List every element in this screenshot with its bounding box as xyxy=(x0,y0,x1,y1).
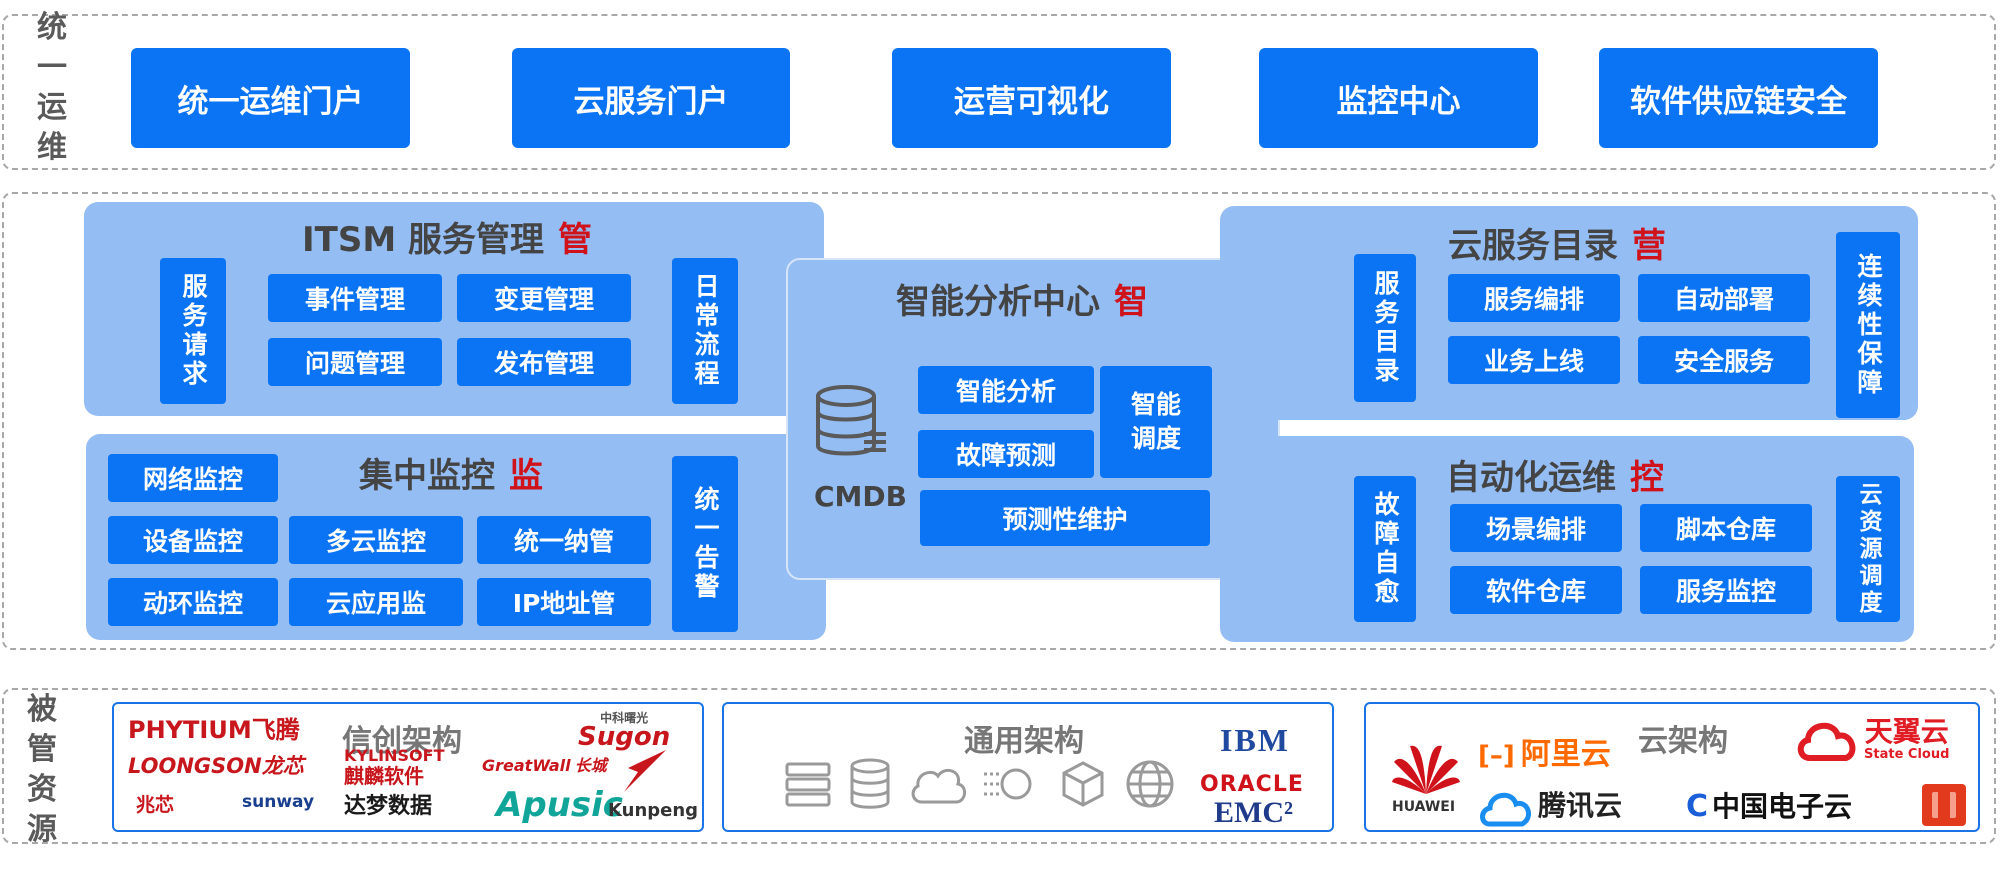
catalog-item-orchestrate[interactable]: 服务编排 xyxy=(1448,274,1620,322)
general-box: 通用架构 IBM ORACLE EMC² xyxy=(722,702,1334,832)
storage-icon xyxy=(850,758,890,809)
cloud-catalog-panel: 云服务目录营 服务目录 服务编排 自动部署 业务上线 安全服务 连续性保障 xyxy=(1220,206,1918,420)
automation-title: 自动化运维控 xyxy=(1446,458,1664,498)
aliyun-icon: [–] xyxy=(1478,741,1515,771)
catalog-item-launch[interactable]: 业务上线 xyxy=(1448,336,1620,384)
auto-side-resource[interactable]: 云资源调度 xyxy=(1836,476,1900,622)
general-title: 通用架构 xyxy=(964,724,1084,759)
tencent-cloud-logo: 腾讯云 xyxy=(1538,789,1623,822)
portal-button-cloud[interactable]: 云服务门户 xyxy=(512,48,790,148)
loongson-logo: LOONGSON龙芯 xyxy=(128,754,304,778)
dameng-logo: 达梦数据 xyxy=(344,794,433,819)
auto-item-script[interactable]: 脚本仓库 xyxy=(1640,504,1812,552)
catalog-side-continuity[interactable]: 连续性保障 xyxy=(1836,232,1900,418)
automation-accent: 控 xyxy=(1630,458,1664,498)
cloud-catalog-title: 云服务目录营 xyxy=(1448,226,1666,266)
xinchuang-title: 信创架构 xyxy=(342,724,462,759)
analysis-item-maintenance[interactable]: 预测性维护 xyxy=(920,490,1210,546)
kunpeng-logo: Kunpeng xyxy=(608,800,699,821)
middle-section xyxy=(2,192,1996,650)
auto-item-software[interactable]: 软件仓库 xyxy=(1450,566,1622,614)
monitoring-panel: 集中监控监 网络监控 设备监控 多云监控 统一纳管 动环监控 云应用监 IP地址… xyxy=(86,434,826,640)
portal-button-supply-chain[interactable]: 软件供应链安全 xyxy=(1599,48,1878,148)
auto-side-selfheal[interactable]: 故障自愈 xyxy=(1354,476,1416,622)
portal-button-monitor[interactable]: 监控中心 xyxy=(1259,48,1538,148)
auto-item-service[interactable]: 服务监控 xyxy=(1640,566,1812,614)
monitoring-accent: 监 xyxy=(509,456,543,496)
tianyi-cloud-logo: 天翼云 State Cloud xyxy=(1864,715,1950,762)
cloud-icon xyxy=(911,768,966,804)
monitor-item-cloudapp[interactable]: 云应用监 xyxy=(289,578,463,626)
itsm-item-problem[interactable]: 问题管理 xyxy=(268,338,442,386)
itsm-accent: 管 xyxy=(558,220,593,260)
oracle-logo: ORACLE xyxy=(1200,772,1304,797)
xinchuang-box: 信创架构 PHYTIUM飞腾 LOONGSON龙芯 兆芯 sunway KYLI… xyxy=(112,702,704,832)
monitor-item-env[interactable]: 动环监控 xyxy=(108,578,278,626)
red-box-logo-icon xyxy=(1922,784,1966,826)
huawei-logo: HUAWEI xyxy=(1392,799,1456,815)
monitoring-title: 集中监控监 xyxy=(359,456,543,496)
server-icon xyxy=(785,762,831,807)
monitor-item-ip[interactable]: IP地址管 xyxy=(477,578,651,626)
monitor-item-device[interactable]: 设备监控 xyxy=(108,516,278,564)
zhaoxin-logo: 兆芯 xyxy=(136,794,175,816)
itsm-item-release[interactable]: 发布管理 xyxy=(457,338,631,386)
cec-icon: C xyxy=(1686,789,1709,824)
cloud-arch-title: 云架构 xyxy=(1638,724,1728,759)
unified-ops-section xyxy=(2,14,1996,170)
ibm-logo: IBM xyxy=(1220,722,1290,758)
analysis-side-schedule[interactable]: 智能调度 xyxy=(1100,366,1212,478)
managed-section xyxy=(2,688,1996,844)
managed-label: 被管资源 xyxy=(27,692,57,847)
kunpeng-bird-icon xyxy=(624,750,666,792)
itsm-side-daily[interactable]: 日常流程 xyxy=(672,258,738,404)
kylinsoft-logo: KYLINSOFT xyxy=(344,746,445,765)
apusic-logo: Apusic xyxy=(496,785,623,825)
cmdb-label: CMDB xyxy=(814,480,907,513)
cloud-catalog-accent: 营 xyxy=(1632,226,1666,266)
cube-icon xyxy=(1062,761,1104,807)
globe-icon xyxy=(1126,760,1174,808)
catalog-side-directory[interactable]: 服务目录 xyxy=(1354,254,1416,402)
kylin-software-logo: 麒麟软件 xyxy=(344,764,424,788)
database-icon xyxy=(816,385,886,456)
analysis-item-intelligent[interactable]: 智能分析 xyxy=(918,366,1094,414)
analysis-accent: 智 xyxy=(1114,282,1148,322)
auto-item-scene[interactable]: 场景编排 xyxy=(1450,504,1622,552)
itsm-title: ITSM 服务管理管 xyxy=(302,220,593,260)
monitor-item-unified[interactable]: 统一纳管 xyxy=(477,516,651,564)
automation-panel: 自动化运维控 故障自愈 场景编排 脚本仓库 软件仓库 服务监控 云资源调度 xyxy=(1220,436,1914,642)
analysis-item-prediction[interactable]: 故障预测 xyxy=(918,430,1094,478)
itsm-item-change[interactable]: 变更管理 xyxy=(457,274,631,322)
unified-ops-label: 统一运维 xyxy=(37,10,67,165)
tencent-cloud-icon xyxy=(1480,792,1532,827)
sugon-logo: 中科曙光 Sugon xyxy=(578,711,671,752)
aliyun-logo: [–]阿里云 xyxy=(1478,737,1611,772)
monitor-item-multicloud[interactable]: 多云监控 xyxy=(289,516,463,564)
itsm-panel: ITSM 服务管理管 服务请求 事件管理 变更管理 问题管理 发布管理 日常流程 xyxy=(84,202,824,416)
catalog-item-deploy[interactable]: 自动部署 xyxy=(1638,274,1810,322)
sunway-logo: sunway xyxy=(242,792,315,812)
emc-logo: EMC² xyxy=(1214,796,1293,829)
network-icon xyxy=(984,768,1032,800)
huawei-icon xyxy=(1392,745,1460,794)
portal-button-ops[interactable]: 统一运维门户 xyxy=(131,48,410,148)
monitor-side-alert[interactable]: 统一告警 xyxy=(672,456,738,632)
analysis-panel: 智能分析中心智 CMDB 智能分析 故障预测 智能调度 预测性维护 xyxy=(786,258,1280,580)
monitor-item-network[interactable]: 网络监控 xyxy=(108,454,278,502)
catalog-item-security[interactable]: 安全服务 xyxy=(1638,336,1810,384)
tianyi-cloud-icon xyxy=(1797,723,1856,761)
portal-button-visual[interactable]: 运营可视化 xyxy=(892,48,1171,148)
phytium-logo: PHYTIUM飞腾 xyxy=(128,716,300,744)
itsm-item-incident[interactable]: 事件管理 xyxy=(268,274,442,322)
analysis-title: 智能分析中心智 xyxy=(896,282,1148,322)
itsm-side-request[interactable]: 服务请求 xyxy=(160,258,226,404)
